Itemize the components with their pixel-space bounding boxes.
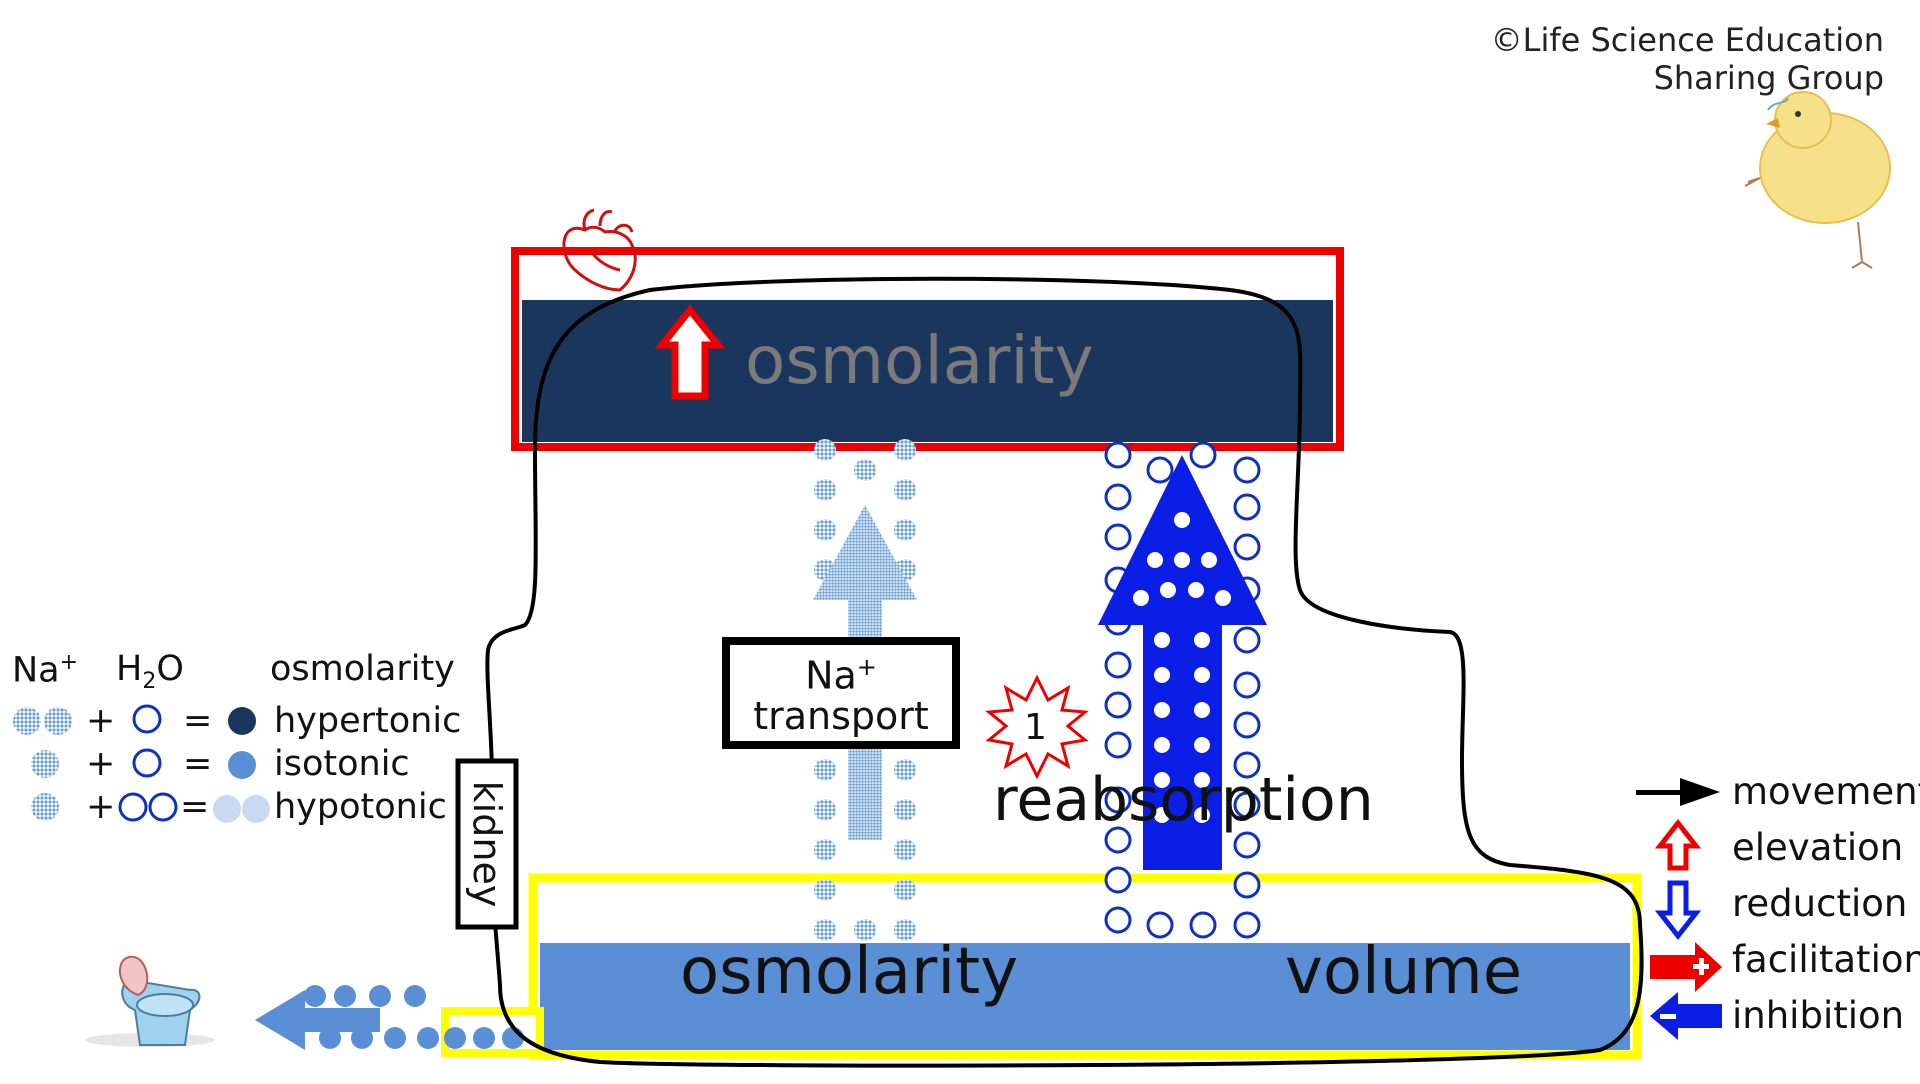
legend-row2-label: isotonic <box>274 744 410 784</box>
water-reabsorption-arrow <box>1098 455 1267 870</box>
blood-osmolarity-label: osmolarity <box>745 322 1094 399</box>
legend-facilitation-label: facilitation <box>1732 938 1920 981</box>
urine-osmolarity-label: osmolarity <box>680 935 1019 1009</box>
legend-header-na: Na+ <box>12 650 79 691</box>
blue-outline-down-arrow-icon <box>1654 880 1702 941</box>
legend-header-h2o: H2O <box>116 649 184 694</box>
na-transport-label-line2: transport <box>753 694 929 738</box>
legend-row3-plus: + <box>86 787 116 827</box>
water-column <box>1104 441 1261 939</box>
toilet-icon <box>85 955 215 1047</box>
na-transport-box <box>722 637 960 749</box>
legend-elevation-label: elevation <box>1732 826 1904 869</box>
legend-row2-eq: = <box>183 744 213 784</box>
legend-row1-label: hypertonic <box>274 701 462 741</box>
legend-row3-eq: = <box>180 787 210 827</box>
copyright-line1: ©Life Science Education <box>1490 21 1884 59</box>
na-transport-label-line1: Na+ <box>805 653 877 698</box>
water-arrow-dots <box>1133 512 1231 823</box>
urine-outflow-tube <box>441 1007 544 1057</box>
urine-volume-label: volume <box>1285 935 1523 1009</box>
red-plus-arrow-icon <box>1650 942 1722 992</box>
left-legend-symbols <box>13 704 270 823</box>
right-legend-icons <box>1636 778 1722 1040</box>
outflow-arrow <box>255 985 439 1050</box>
legend-row3-label: hypotonic <box>274 787 447 827</box>
step-number: 1 <box>1024 707 1047 748</box>
legend-row2-plus: + <box>86 744 116 784</box>
legend-row1-plus: + <box>86 701 116 741</box>
urine-compartment <box>528 873 1642 1060</box>
legend-reduction-label: reduction <box>1732 882 1908 925</box>
kidney-label: kidney <box>465 780 509 908</box>
kidney-label-box <box>455 758 519 930</box>
elevation-arrow-icon <box>654 304 726 400</box>
step-badge-icon <box>985 674 1089 780</box>
chick-logo-icon <box>1744 91 1891 269</box>
heart-icon <box>562 208 637 292</box>
legend-movement-label: movement <box>1732 770 1920 813</box>
legend-header-osmolarity: osmolarity <box>270 649 455 689</box>
legend-row1-eq: = <box>183 701 213 741</box>
reabsorption-label: reabsorption <box>993 765 1374 835</box>
blue-minus-arrow-icon <box>1650 992 1722 1040</box>
legend-inhibition-label: inhibition <box>1732 994 1905 1037</box>
black-arrow-icon <box>1636 778 1720 806</box>
kidney-outline <box>485 276 1644 1068</box>
copyright-line2: Sharing Group <box>1653 59 1884 97</box>
blood-compartment <box>511 247 1344 451</box>
red-outline-up-arrow-icon <box>1654 818 1702 871</box>
na-particles <box>814 439 916 941</box>
